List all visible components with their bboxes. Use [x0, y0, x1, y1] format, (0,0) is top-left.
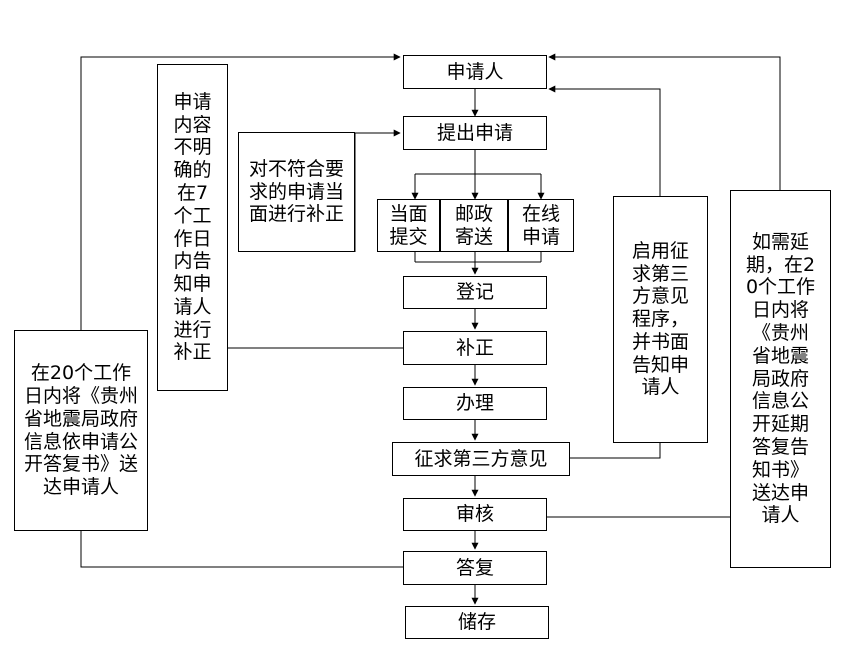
node-inperson: 当面提交 [377, 199, 440, 252]
node-process: 办理 [403, 387, 547, 420]
node-register: 登记 [403, 276, 547, 309]
note-third-party-notice: 启用征求第三方意见程序，并书面告知申请人 [613, 196, 708, 443]
node-applicant: 申请人 [403, 55, 547, 89]
note-deliver-reply: 在20个工作日内将《贵州省地震局政府信息依申请公开答复书》送达申请人 [14, 330, 148, 531]
node-submit: 提出申请 [403, 116, 547, 150]
node-third-party: 征求第三方意见 [392, 442, 570, 476]
note-extension: 如需延期，在20个工作日内将《贵州省地震局政府信息公开延期答复告知书》送达申请人 [730, 190, 831, 568]
node-reply: 答复 [403, 551, 547, 585]
note-unclear-request: 申请内容不明确的在7个工作日内告知申请人进行补正 [157, 64, 228, 391]
arrow-noncompliant-to-submit [354, 129, 401, 252]
node-review: 审核 [403, 498, 547, 531]
node-supplement: 补正 [403, 331, 547, 365]
note-noncompliant: 对不符合要求的申请当面进行补正 [238, 132, 355, 252]
node-storage: 储存 [405, 606, 549, 639]
arrow-reply-to-applicant [80, 53, 403, 568]
node-online: 在线申请 [508, 199, 574, 252]
node-mail: 邮政寄送 [440, 199, 508, 252]
